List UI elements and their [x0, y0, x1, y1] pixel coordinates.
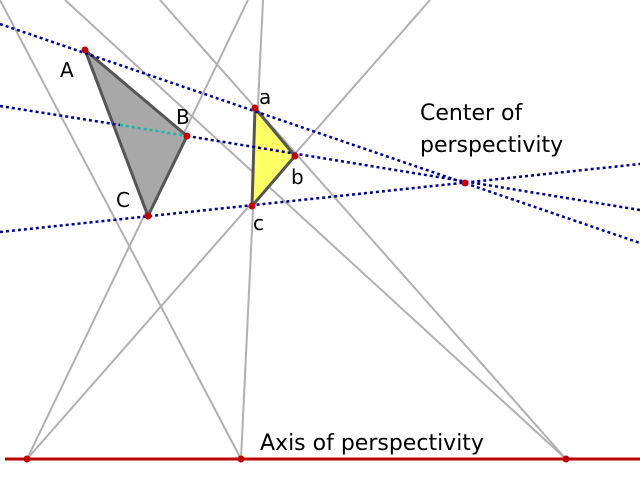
- ray-B-b-right: [186, 134, 640, 212]
- point-center: [461, 179, 469, 187]
- construction-lines: [0, 0, 567, 460]
- axis-label: Axis of perspectivity: [260, 431, 484, 456]
- ray-B-b-left: [0, 104, 121, 127]
- point-axis-right: [562, 455, 570, 463]
- perspective-rays: [0, 22, 640, 245]
- point-C: [144, 212, 152, 220]
- ray-A-a: [0, 22, 640, 245]
- label-B: B: [176, 105, 190, 129]
- line-bc-extended: [26, 0, 431, 460]
- line-AB-extended: [0, 0, 242, 460]
- line-AC-extended: [64, 0, 567, 460]
- center-label-line2: perspectivity: [420, 133, 563, 158]
- point-a: [251, 104, 259, 112]
- line-BC-extended: [26, 0, 249, 460]
- point-axis-left: [23, 455, 31, 463]
- points: [23, 46, 570, 463]
- label-C: C: [116, 188, 130, 212]
- label-A: A: [60, 58, 74, 82]
- center-label-line1: Center of: [420, 101, 523, 126]
- ray-B-b-hidden: [119, 123, 188, 138]
- line-ac-extended: [159, 0, 567, 460]
- point-b: [291, 152, 299, 160]
- point-B: [183, 132, 191, 140]
- triangle-abc: [250, 106, 297, 208]
- label-c: c: [253, 211, 264, 235]
- ray-C-c: [0, 162, 640, 234]
- point-c: [248, 202, 256, 210]
- triangle-ABC: [83, 48, 189, 218]
- point-A: [81, 46, 89, 54]
- label-a: a: [259, 85, 271, 109]
- point-axis-middle: [237, 455, 245, 463]
- line-ab-extended: [240, 0, 264, 460]
- label-b: b: [291, 165, 304, 189]
